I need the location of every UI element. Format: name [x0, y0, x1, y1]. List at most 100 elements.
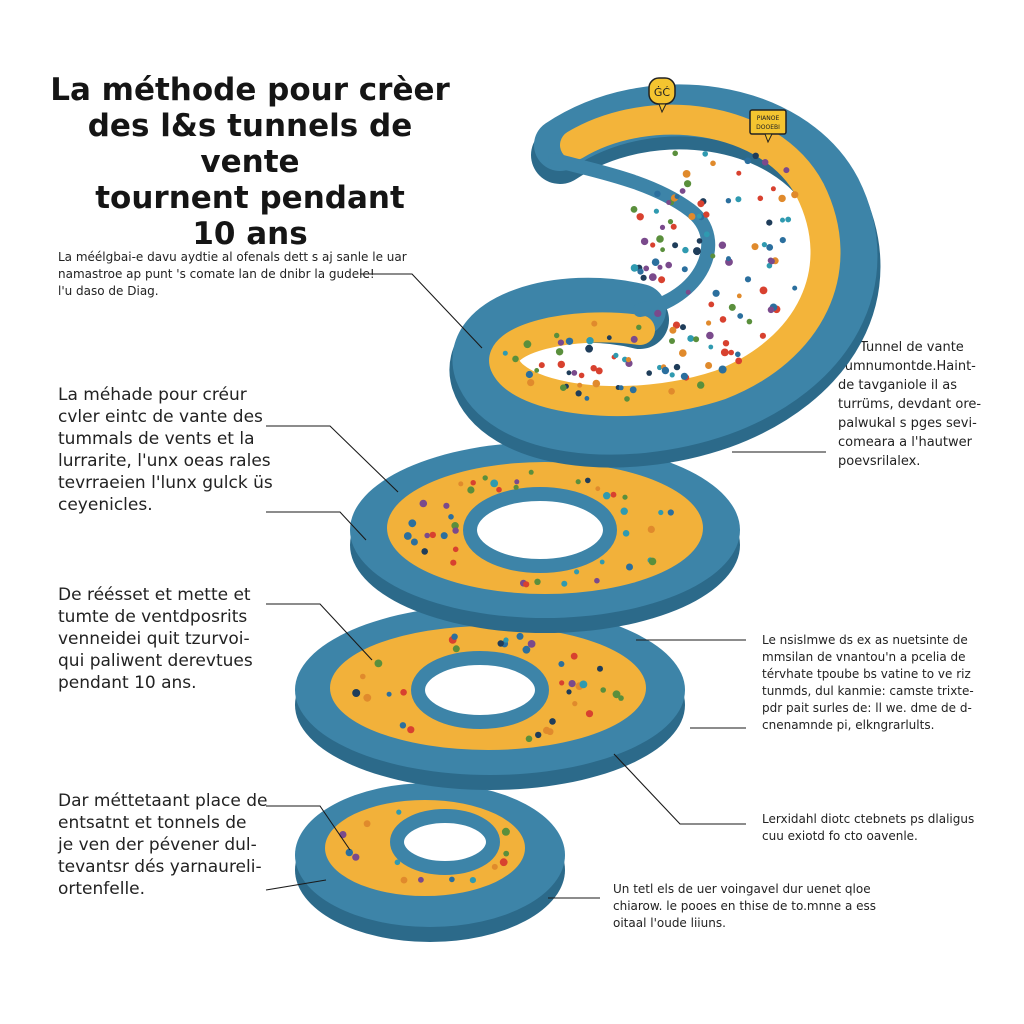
crowd-person — [767, 257, 774, 264]
left-note-4-line-4: tevantsr dés yarnaureli- — [58, 857, 262, 877]
left-note-3: De réésset et mette et tumte de ventdpos… — [58, 584, 253, 694]
left-note-2-line-5: tevrraeien l'lunx gulck üs — [58, 473, 273, 493]
crowd-person — [636, 213, 644, 221]
crowd-person — [618, 695, 624, 701]
right-note-4-line-3: oitaal l'oude liiuns. — [613, 916, 726, 930]
crowd-person — [599, 559, 605, 565]
crowd-person — [680, 324, 686, 331]
crowd-person — [352, 853, 360, 861]
crowd-person — [399, 722, 407, 729]
crowd-person — [658, 509, 664, 516]
crowd-person — [549, 718, 556, 725]
sign-1-text: ĠĆ — [654, 86, 671, 99]
crowd-person — [578, 372, 585, 379]
crowd-person — [560, 384, 567, 392]
crowd-person — [503, 637, 509, 643]
crowd-person — [591, 320, 598, 327]
left-note-4: Dar méttetaant place de entsatnt et tonn… — [58, 790, 267, 900]
crowd-person — [394, 859, 401, 866]
crowd-person — [735, 357, 743, 365]
crowd-person — [575, 390, 582, 397]
title-line-4: 10 ans — [192, 216, 308, 252]
crowd-person — [561, 580, 568, 587]
crowd-person — [469, 877, 476, 884]
crowd-person — [785, 216, 792, 223]
crowd-person — [761, 159, 769, 166]
crowd-person — [722, 340, 730, 347]
crowd-person — [630, 264, 639, 272]
left-note-2-line-4: lurrarite, l'unx oeas rales — [58, 451, 271, 471]
right-note-2: Le nsislmwe ds ex as nuetsinte de mmsila… — [762, 632, 974, 734]
crowd-person — [450, 559, 457, 566]
crowd-person — [651, 258, 660, 267]
leader-line-left-3 — [266, 603, 373, 661]
right-note-2-line-6: cnenamnde pi, elkngrarlults. — [762, 718, 935, 732]
left-note-2-line-3: tummals de vents et la — [58, 429, 255, 449]
crowd-person — [673, 363, 681, 371]
crowd-person — [656, 235, 664, 243]
crowd-person — [767, 306, 775, 314]
right-note-1-line-4: turrüms, devdant ore- — [838, 397, 982, 412]
crowd-person — [684, 180, 692, 188]
crowd-person — [728, 349, 734, 356]
crowd-person — [770, 186, 776, 192]
crowd-person — [452, 527, 459, 534]
left-note-4-line-3: je ven der pévener dul- — [58, 835, 257, 855]
funnel-hole-middle — [463, 487, 617, 573]
crowd-person — [622, 494, 628, 500]
crowd-person — [513, 484, 519, 490]
page-title: La méthode pour crèer des l&s tunnels de… — [40, 72, 460, 252]
leader-lines — [265, 273, 826, 899]
crowd-person — [648, 557, 657, 566]
crowd-person — [584, 396, 590, 401]
crowd-person — [696, 238, 703, 244]
crowd-person — [650, 242, 656, 248]
crowd-person — [706, 320, 712, 326]
crowd-person — [585, 710, 594, 718]
crowd-person — [710, 253, 716, 259]
crowd-person — [523, 581, 530, 588]
crowd-person — [654, 309, 662, 317]
crowd-person — [640, 237, 649, 246]
crowd-person — [559, 680, 565, 686]
crowd-person — [744, 157, 752, 165]
crowd-person — [600, 687, 606, 693]
crowd-person — [527, 640, 536, 648]
crowd-person — [725, 198, 732, 204]
speech-sign-2: PIANOE DOOEBI — [749, 109, 787, 144]
crowd-person — [658, 276, 666, 284]
crowd-person — [386, 691, 392, 697]
title-line-2: des l&s tunnels de vente — [87, 108, 413, 180]
crowd-person — [448, 514, 454, 520]
crowd-person — [586, 337, 594, 345]
left-note-2-line-1: La méhade pour créur — [58, 385, 247, 405]
crowd-person — [757, 195, 764, 202]
crowd-person — [706, 331, 714, 340]
crowd-person — [374, 659, 383, 668]
crowd-person — [585, 344, 593, 353]
speech-sign-1: ĠĆ — [648, 77, 676, 114]
crowd-person — [363, 693, 372, 702]
crowd-person — [780, 217, 785, 223]
crowd-person — [499, 858, 508, 867]
crowd-person — [702, 151, 708, 157]
crowd-person — [659, 224, 666, 230]
crowd-person — [534, 578, 541, 585]
crowd-person — [496, 486, 502, 493]
crowd-person — [672, 321, 681, 329]
left-note-1-line-1: La méélgbai-e davu aydtie al ofenals det… — [58, 250, 407, 264]
crowd-person — [558, 661, 565, 667]
crowd-person — [571, 370, 578, 376]
crowd-person — [568, 680, 576, 688]
crowd-person — [637, 268, 644, 275]
crowd-person — [624, 396, 630, 402]
crowd-person — [577, 382, 583, 388]
right-note-1-line-5: palwukal s pges sevi- — [838, 416, 977, 431]
crowd-person — [667, 509, 674, 516]
crowd-person — [674, 194, 680, 199]
crowd-person — [766, 244, 774, 251]
crowd-person — [603, 492, 611, 500]
left-note-2-line-2: cvler eintc de vante des — [58, 407, 263, 427]
right-note-1-line-3: de tavganiole il as — [838, 378, 957, 393]
